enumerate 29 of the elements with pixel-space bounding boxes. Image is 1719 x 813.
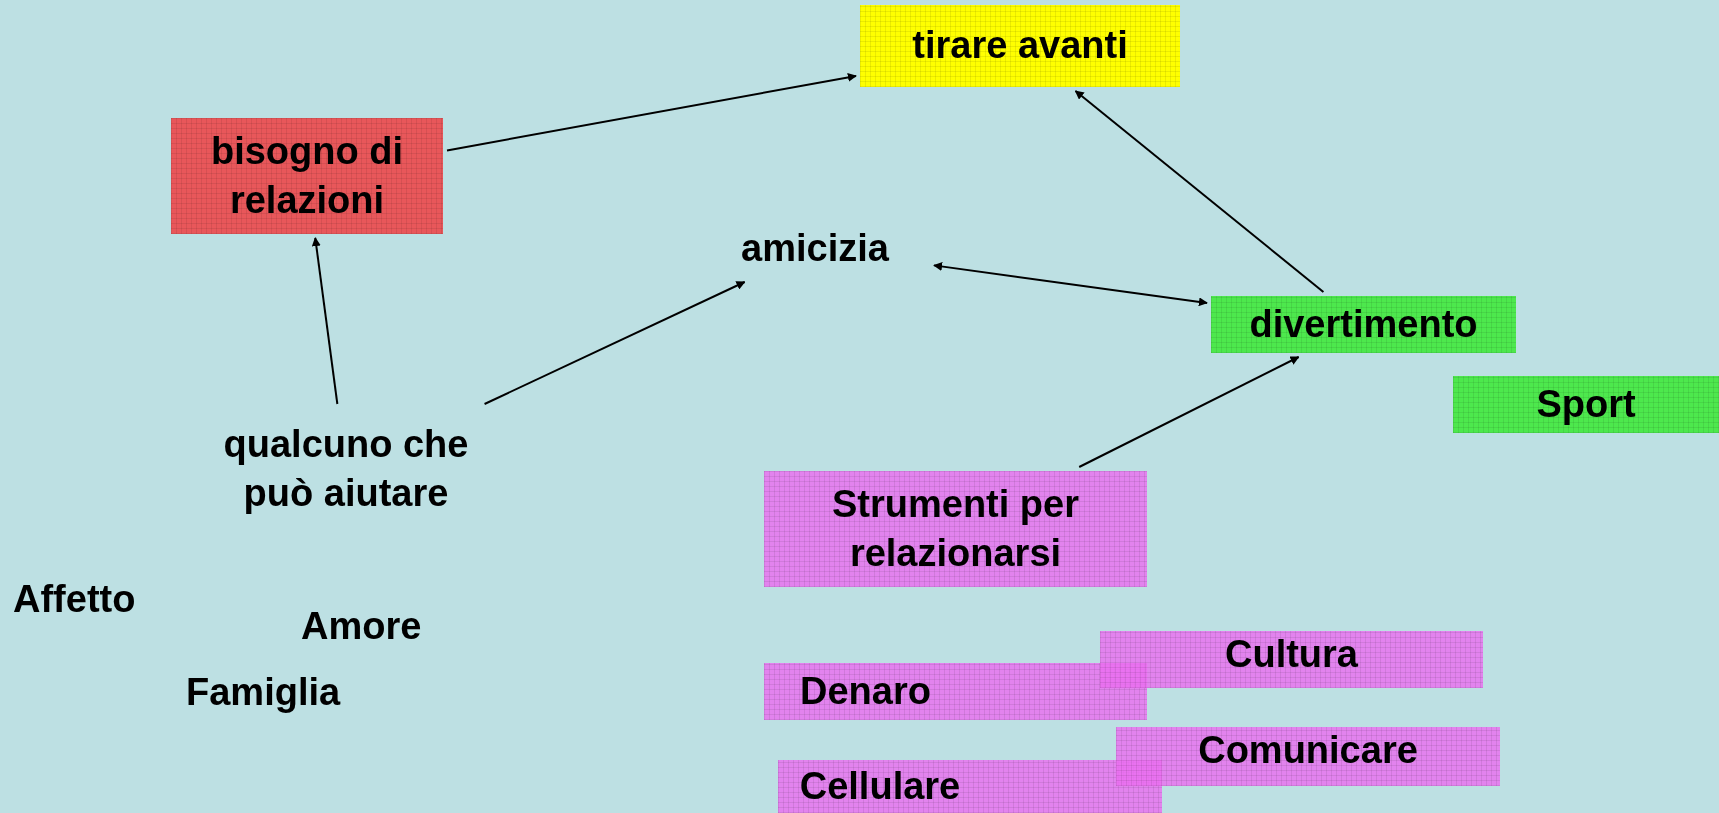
concept-text: Cellulare [799,763,961,809]
concept-box [764,471,1147,587]
arrow [933,262,1208,307]
concept-text: Sport [1536,381,1636,427]
goal-box [860,5,1180,87]
keyword-text: Amore [301,604,422,649]
concept-box [1100,631,1483,688]
concept-box [1116,727,1500,786]
arrow [311,237,339,405]
arrow [1074,90,1325,293]
concept-text: tirare avanti [912,23,1128,69]
concept-text: amicizia [741,226,889,272]
concept-box [778,760,1162,813]
concept-text: Comunicare [1198,727,1418,773]
arrow [1078,356,1300,468]
concept-text: bisogno di relazioni [209,128,405,223]
concept-box [171,118,443,234]
arrow [483,281,746,405]
concept-box [1453,376,1719,433]
concept-box [1211,296,1516,353]
concept-text: divertimento [1249,301,1478,347]
keyword-text: Famiglia [186,670,341,715]
concept-text: qualcuno che può aiutare [222,421,470,516]
concept-text: Denaro [800,668,931,714]
concept-box [764,663,1147,720]
concept-text: Cultura [1225,631,1358,677]
concept-text: Strumenti per relazionarsi [830,481,1080,576]
arrow [446,72,857,152]
keyword-text: Affetto [13,577,136,622]
